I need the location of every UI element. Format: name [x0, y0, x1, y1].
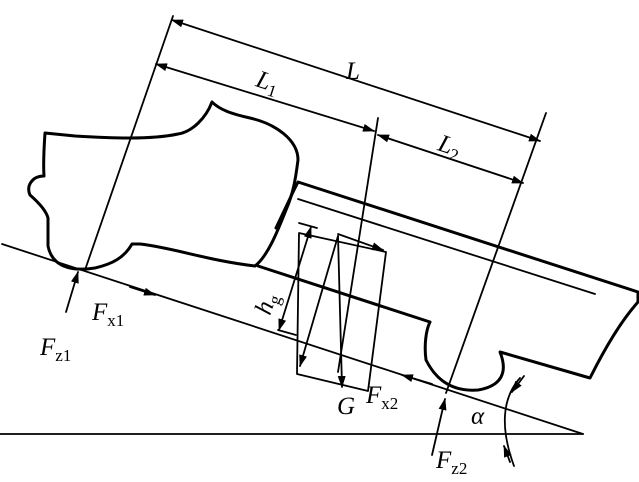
alpha-lower-tick	[503, 445, 512, 463]
weight-vector-G	[337, 235, 346, 388]
dimension-L2-arrow	[377, 134, 524, 184]
label-hg: hg	[250, 289, 285, 319]
weight-component-box	[296, 232, 387, 392]
hg-top-extension	[298, 222, 318, 229]
Fz2-arrow	[431, 398, 447, 456]
vehicle-cab-outline	[27, 100, 300, 271]
weight-normal-component	[299, 235, 339, 367]
label-alpha: α	[471, 403, 485, 430]
vehicle-bed-inner-line	[297, 198, 596, 295]
hg-dimension-arrow	[278, 226, 312, 331]
Fx2-arrow	[401, 374, 433, 385]
Fz1-arrow	[65, 271, 79, 313]
vehicle-bed-outline	[256, 180, 639, 392]
label-Fx1: Fx1	[91, 299, 124, 330]
rear-axle-line	[445, 112, 547, 394]
label-L2: L2	[433, 130, 465, 166]
label-Fz2: Fz2	[435, 447, 467, 477]
label-Fz1: Fz1	[39, 334, 71, 365]
alpha-upper-tick	[511, 375, 525, 393]
weight-slope-component	[337, 233, 384, 251]
label-L1: L1	[251, 66, 283, 102]
front-axle-line	[84, 15, 174, 271]
label-G: G	[337, 393, 355, 420]
slope-line	[1, 243, 584, 435]
dimension-L1-arrow	[155, 63, 375, 132]
Fx1-arrow	[129, 286, 156, 296]
label-Fx2: Fx2	[365, 382, 398, 413]
label-L: L	[345, 58, 360, 85]
